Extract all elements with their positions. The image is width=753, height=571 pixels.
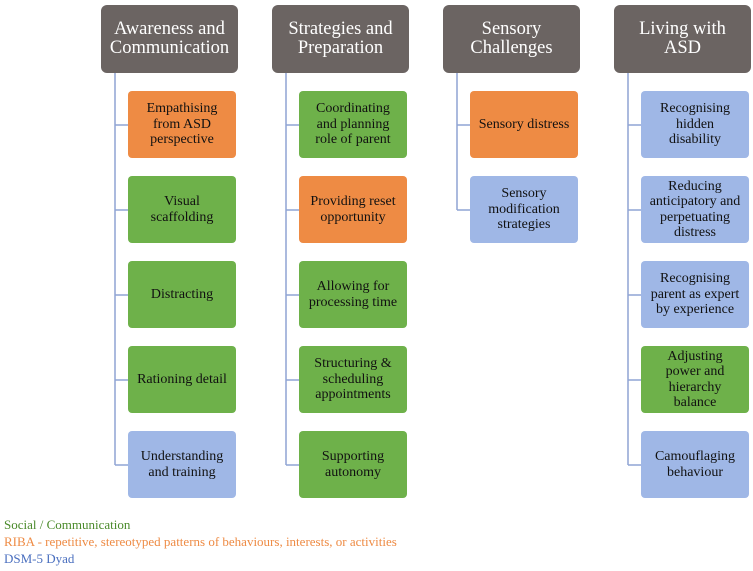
column-header-strategies: Strategies and Preparation xyxy=(272,5,409,73)
item-camouflaging: Camouflaging behaviour xyxy=(641,431,749,498)
item-parent-expert: Recognising parent as expert by experien… xyxy=(641,261,749,328)
item-sensory-distress: Sensory distress xyxy=(470,91,578,158)
item-rationing-detail: Rationing detail xyxy=(128,346,236,413)
column-header-living: Living with ASD xyxy=(614,5,751,73)
item-processing-time: Allowing for processing time xyxy=(299,261,407,328)
item-distracting: Distracting xyxy=(128,261,236,328)
column-header-sensory: Sensory Challenges xyxy=(443,5,580,73)
item-coordinating-planning: Coordinating and planning role of parent xyxy=(299,91,407,158)
item-visual-scaffolding: Visual scaffolding xyxy=(128,176,236,243)
item-sensory-modification: Sensory modification strategies xyxy=(470,176,578,243)
item-understanding-training: Understanding and training xyxy=(128,431,236,498)
legend-riba: RIBA - repetitive, stereotyped patterns … xyxy=(4,534,397,549)
item-structuring-scheduling: Structuring & scheduling appointments xyxy=(299,346,407,413)
item-empathising: Empathising from ASD perspective xyxy=(128,91,236,158)
column-header-awareness: Awareness and Communication xyxy=(101,5,238,73)
legend-social: Social / Communication xyxy=(4,517,131,532)
legend-dsm: DSM-5 Dyad xyxy=(4,551,75,566)
item-supporting-autonomy: Supporting autonomy xyxy=(299,431,407,498)
item-power-hierarchy: Adjusting power and hierarchy balance xyxy=(641,346,749,413)
item-providing-reset: Providing reset opportunity xyxy=(299,176,407,243)
item-hidden-disability: Recognising hidden disability xyxy=(641,91,749,158)
item-reducing-distress: Reducing anticipatory and perpetuating d… xyxy=(641,176,749,243)
